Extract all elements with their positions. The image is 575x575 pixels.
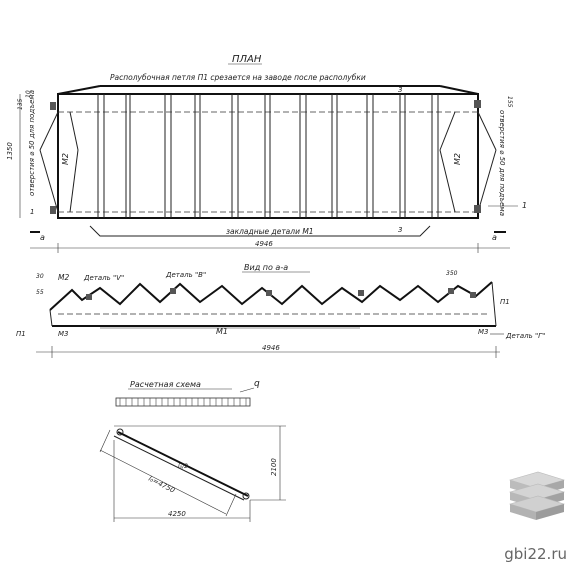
scheme-support-top xyxy=(116,428,124,436)
section-dim-30: 30 xyxy=(36,273,44,280)
scheme-span: l₀=4750 xyxy=(147,475,176,495)
section-right-edge xyxy=(491,281,497,327)
plan-m2-right: М2 xyxy=(453,153,462,165)
section-dim-55: 55 xyxy=(36,289,44,296)
scheme-span-tick-right xyxy=(225,493,237,517)
plan-embedded-label: закладные детали М1 xyxy=(226,227,314,236)
plan-outline xyxy=(57,93,479,219)
plan-left-end xyxy=(39,102,79,214)
plan-mark-3-bottom: 3 xyxy=(398,226,402,234)
plan-left-hole-label: отверстия ⌀ 50 для подъема xyxy=(28,90,36,196)
plan-dim-10: 10 xyxy=(25,90,32,98)
plan-dim-155: 155 xyxy=(506,96,513,108)
plan-mark-1-right: 1 xyxy=(522,201,527,210)
plan-dim-135: 135 xyxy=(17,98,24,110)
plan-title: ПЛАН xyxy=(232,54,262,65)
plan-dim-total: 4946 xyxy=(255,240,273,248)
scheme-horizontal: 4250 xyxy=(168,510,186,518)
section-left-edge xyxy=(49,309,53,327)
section-dim-total: 4946 xyxy=(262,344,280,352)
scheme-title: Расчетная схема xyxy=(130,380,201,389)
section-dim-350: 350 xyxy=(446,270,458,277)
section-detail-b: Деталь "В" xyxy=(165,271,206,279)
plan-dim-height: 1350 xyxy=(6,142,14,160)
plan-embedded-bracket xyxy=(89,225,431,237)
section-p1-right: П1 xyxy=(500,298,510,306)
section-detail-v: Деталь "V" xyxy=(83,274,124,282)
plan-right-end xyxy=(439,100,497,213)
plan-note: Располубочная петля П1 срезается на заво… xyxy=(110,73,366,82)
scheme-span-tick-left xyxy=(99,429,111,453)
scheme-vertical: 2100 xyxy=(270,458,278,476)
plan-sec-a-left: а xyxy=(40,233,45,242)
section-inserts xyxy=(86,288,476,300)
section-title: Вид по а-а xyxy=(244,263,288,272)
scheme-load-leader xyxy=(239,387,255,393)
section-m3-left: М3 xyxy=(58,330,69,338)
scheme-span-dim-line xyxy=(99,449,227,515)
section-detail-g: Деталь "Г" xyxy=(505,332,545,340)
site-logo-icon xyxy=(508,471,566,520)
scheme-half: l₀/2 xyxy=(178,463,188,470)
section-m1-label: М1 xyxy=(216,327,228,336)
scheme-beam-lower xyxy=(113,435,245,501)
section-m2-left: М2 xyxy=(58,273,69,282)
section-m3-right: М3 xyxy=(478,328,489,336)
plan-top-left-bevel xyxy=(57,85,101,95)
plan-mark-1-left: 1 xyxy=(30,208,34,216)
scheme-load-hatching xyxy=(119,398,247,406)
plan-right-hole-label: отверстия ⌀ 50 для подъема xyxy=(498,110,506,216)
section-p1-left: П1 xyxy=(16,330,26,338)
watermark-text: gbi22.ru xyxy=(504,545,567,563)
plan-ribs xyxy=(97,94,439,218)
scheme-support-bottom xyxy=(242,492,250,500)
scheme-beam xyxy=(117,431,249,497)
scheme-load: q xyxy=(254,379,260,389)
plan-sec-a-right: а xyxy=(492,233,497,242)
plan-mark-3-top: 3 xyxy=(398,86,402,94)
plan-m2-left: М2 xyxy=(61,153,70,165)
plan-top-right-bevel xyxy=(439,85,479,95)
scheme-load-band xyxy=(115,397,251,407)
